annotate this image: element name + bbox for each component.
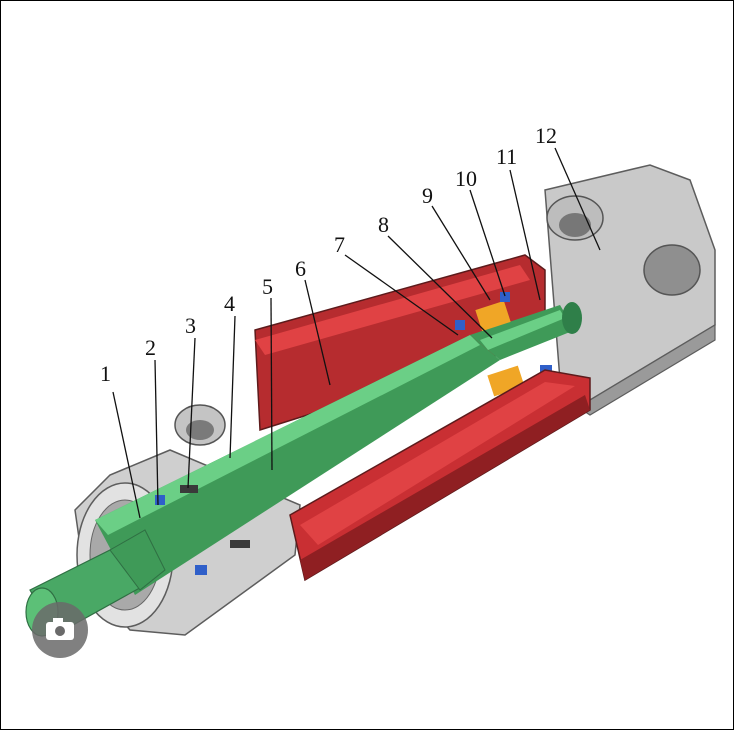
label-9: 9 — [422, 183, 433, 208]
label-7: 7 — [334, 232, 345, 257]
label-10: 10 — [455, 166, 477, 191]
camera-icon[interactable] — [32, 602, 88, 658]
part-numbers: 1 2 3 4 5 6 7 8 9 10 11 12 — [100, 123, 557, 386]
leader-lines — [112, 147, 601, 519]
label-8: 8 — [378, 212, 389, 237]
label-12: 12 — [535, 123, 557, 148]
label-11: 11 — [496, 144, 517, 169]
label-6: 6 — [295, 256, 306, 281]
label-5: 5 — [262, 274, 273, 299]
label-2: 2 — [145, 335, 156, 360]
label-3: 3 — [185, 313, 196, 338]
label-4: 4 — [224, 291, 235, 316]
rear-end-cap — [544, 164, 716, 416]
barrel-front — [289, 369, 591, 582]
barrel-back — [254, 254, 546, 432]
label-1: 1 — [100, 361, 111, 386]
